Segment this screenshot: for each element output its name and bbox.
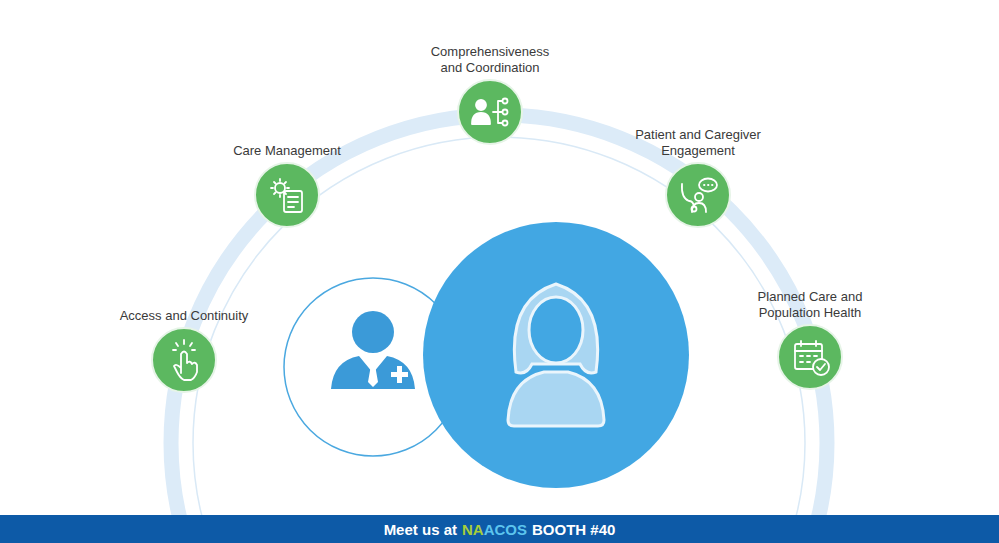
stethoscope-head bbox=[692, 207, 697, 212]
pillar-icon-circle bbox=[777, 324, 843, 390]
check-badge bbox=[813, 359, 829, 375]
tap-sparkle bbox=[173, 340, 195, 350]
pillar-icon-circle bbox=[254, 162, 320, 228]
icon-glyph bbox=[472, 99, 508, 126]
tree-dot bbox=[503, 99, 508, 104]
inner-ring bbox=[193, 137, 805, 543]
pillar-node: Care Management bbox=[212, 143, 362, 228]
pillar-label: Comprehensiveness and Coordination bbox=[423, 44, 558, 76]
pillar-label: Planned Care and Population Health bbox=[754, 289, 866, 321]
icon-disc bbox=[458, 80, 522, 144]
pillar-node: Planned Care and Population Health bbox=[754, 289, 866, 390]
pillar-icon-circle bbox=[665, 162, 731, 228]
banner-text: BOOTH #40 bbox=[532, 521, 615, 538]
chat-bubble bbox=[699, 179, 717, 192]
chat-dots bbox=[704, 184, 713, 186]
patient-body bbox=[508, 372, 604, 426]
icon-disc bbox=[778, 325, 842, 389]
doctor-head bbox=[352, 311, 394, 353]
document-lines bbox=[288, 197, 298, 207]
banner-bar bbox=[0, 515, 999, 543]
pillar-node: Comprehensiveness and Coordination bbox=[423, 44, 558, 145]
patient-hair bbox=[514, 284, 597, 373]
icon-glyph bbox=[682, 179, 717, 213]
pillar-node: Patient and Caregiver Engagement bbox=[628, 127, 768, 228]
banner-text: Meet us at bbox=[384, 521, 457, 538]
check-mark bbox=[817, 364, 825, 370]
icon-glyph bbox=[271, 179, 302, 212]
banner-text: ACOS bbox=[484, 521, 527, 538]
icon-disc bbox=[666, 163, 730, 227]
person-body bbox=[472, 113, 490, 124]
outer-ring bbox=[171, 115, 827, 543]
pillar-label: Care Management bbox=[233, 143, 341, 159]
banner: Meet us at NAACOS BOOTH #40 bbox=[0, 515, 999, 543]
tree-dot bbox=[503, 110, 508, 115]
person-head bbox=[695, 193, 703, 201]
pillar-label: Patient and Caregiver Engagement bbox=[628, 127, 768, 159]
patient-circle bbox=[423, 222, 689, 488]
icon-disc bbox=[152, 328, 216, 392]
pillar-node: Access and Continuity bbox=[104, 308, 264, 393]
pillar-icon-circle bbox=[457, 79, 523, 145]
icon-disc bbox=[255, 163, 319, 227]
document-icon bbox=[284, 191, 302, 212]
stethoscope bbox=[682, 184, 694, 206]
banner-text: NA bbox=[462, 521, 484, 538]
person-head bbox=[476, 100, 486, 110]
medical-cross bbox=[391, 366, 408, 383]
patient-face bbox=[529, 297, 583, 363]
icon-glyph bbox=[173, 340, 197, 380]
pillar-label: Access and Continuity bbox=[120, 308, 249, 324]
tree-lines bbox=[493, 101, 502, 123]
hand-icon bbox=[174, 352, 197, 381]
doctor-body bbox=[331, 356, 415, 389]
doctor-tie bbox=[368, 358, 378, 387]
icon-glyph bbox=[795, 341, 829, 375]
gear-teeth bbox=[271, 179, 289, 197]
pillar-icon-circle bbox=[151, 327, 217, 393]
tree-dot bbox=[503, 121, 508, 126]
